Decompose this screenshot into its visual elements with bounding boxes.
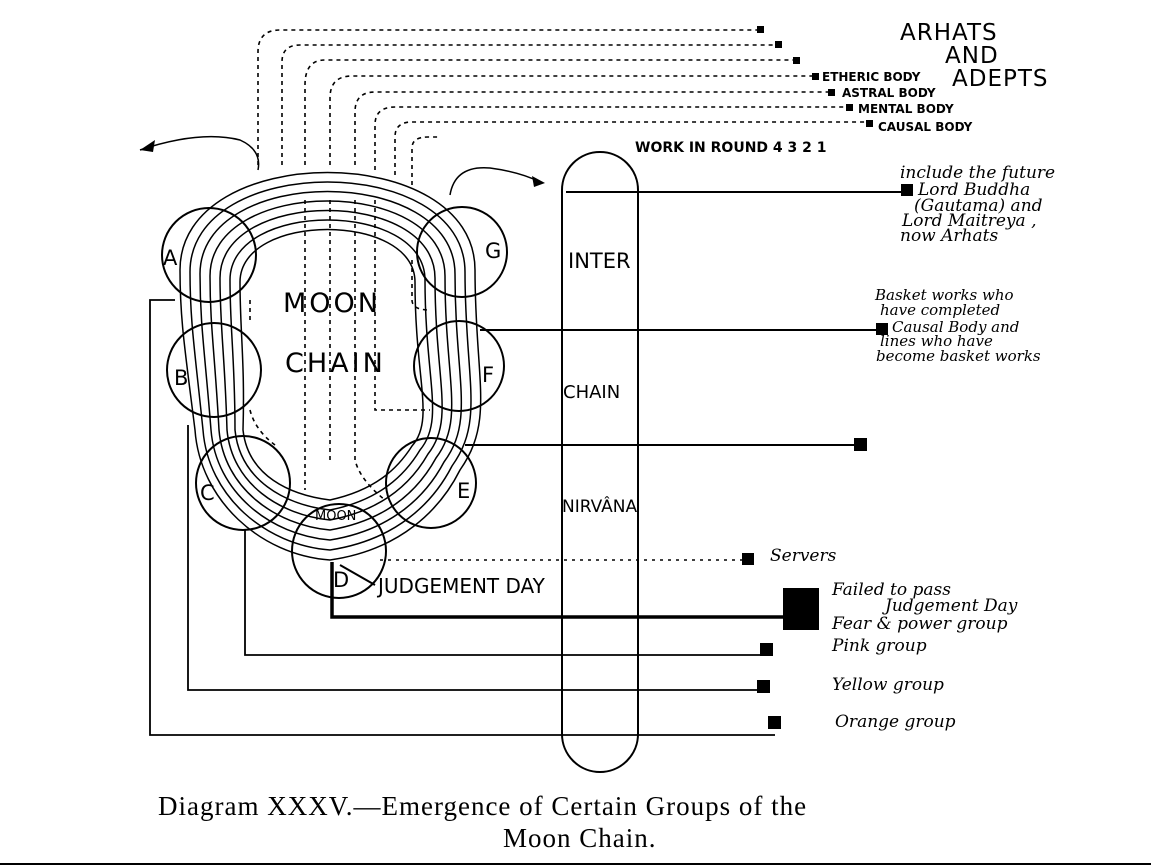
globe-label-f: F [482,363,494,387]
globe-label-c: C [200,481,215,505]
globe-label-g: G [485,239,501,263]
globe-label-a: A [163,246,178,270]
buddha-group-text: include the future Lord Buddha (Gautama)… [900,163,1055,246]
svg-text:Basket works who: Basket works who [874,286,1014,304]
svg-text:(Gautama) and: (Gautama) and [914,196,1043,216]
basket-group-text: Basket works who have completed Causal B… [874,286,1041,365]
arhats-heading-2: AND [945,43,999,69]
svg-text:Lord Buddha: Lord Buddha [917,180,1030,200]
connection-lines [139,135,905,736]
caption-line-2: Moon Chain. [503,823,657,853]
globe-labels: A B C D E F G MOON [163,239,501,592]
group-end-markers [742,184,913,729]
globe-c [195,435,291,531]
globe-d-moon [291,503,387,599]
nirvana-label: NIRVÂNA [562,495,638,517]
globe-a [161,207,257,303]
dashed-arches [249,29,868,501]
inter-label: INTER [568,249,631,273]
etheric-body-label: ETHERIC BODY [822,70,921,84]
orange-group-label: Orange group [835,712,956,732]
caption-line-1: Diagram XXXV.—Emergence of Certain Group… [158,791,807,821]
work-in-round-label: WORK IN ROUND 4 3 2 1 [635,140,827,156]
pink-group-label: Pink group [831,636,927,656]
moon-chain-label-1: MOON [283,288,381,319]
svg-text:lines who have: lines who have [880,332,993,350]
moon-chain-label-2: CHAIN [285,348,386,379]
fear-power-label: Fear & power group [831,614,1008,634]
svg-text:have completed: have completed [880,301,1000,319]
globe-label-moon: MOON [315,509,356,524]
mental-body-label: MENTAL BODY [858,102,954,116]
failed-label-2: Judgement Day [882,596,1018,616]
yellow-group-label: Yellow group [832,675,944,695]
globe-g [416,206,508,298]
arrowheads [140,140,545,187]
judgement-day-label: JUDGEMENT DAY [376,574,546,598]
svg-text:Lord Maitreya ,: Lord Maitreya , [901,211,1036,231]
globe-label-e: E [457,479,470,503]
chain-label: CHAIN [563,382,620,403]
arhats-heading-3: ADEPTS [952,66,1049,92]
arhats-heading-1: ARHATS [900,20,998,46]
globe-label-d: D [333,568,349,592]
servers-label: Servers [770,546,837,566]
globe-b [166,322,262,418]
arch-end-markers [757,26,873,127]
svg-text:include the future: include the future [900,163,1055,183]
globes [161,206,508,599]
globe-e [385,437,477,529]
globe-label-b: B [174,366,188,390]
failed-label-1: Failed to pass [831,580,951,600]
svg-text:now Arhats: now Arhats [900,226,998,246]
astral-body-label: ASTRAL BODY [842,86,936,100]
chain-rings [179,171,482,561]
causal-body-label: CAUSAL BODY [878,120,973,134]
svg-text:become basket works: become basket works [876,347,1041,365]
globe-f [413,320,505,412]
inter-chain-nirvana-pill [561,151,639,773]
svg-text:Causal Body and: Causal Body and [892,318,1019,336]
